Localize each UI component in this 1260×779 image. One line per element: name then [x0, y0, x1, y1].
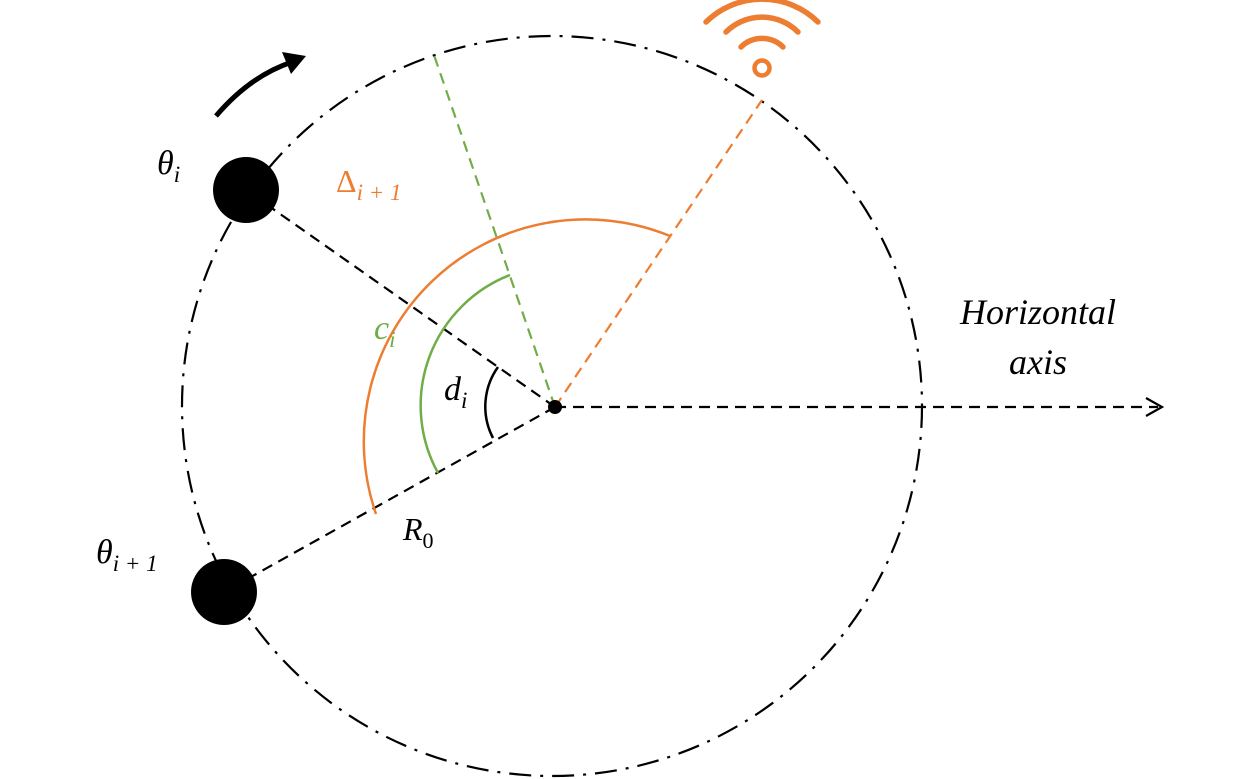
label-r: R0: [402, 511, 434, 553]
wifi-signal-icon: [703, 0, 821, 78]
delta-arc: [362, 218, 671, 515]
green-radius: [432, 54, 557, 408]
radius-to-theta-i: [245, 189, 556, 408]
axis-arrowhead: [1145, 397, 1165, 417]
label-axis: axis: [1009, 342, 1067, 382]
d-arc: [484, 366, 500, 439]
label-c: ci: [374, 310, 395, 352]
point-theta-i: [213, 157, 279, 223]
label-horizontal: Horizontal: [959, 292, 1116, 332]
label-delta: Δi + 1: [336, 163, 402, 205]
label-theta-i: θi: [157, 145, 180, 187]
point-theta-i1: [191, 559, 257, 625]
c-arc: [419, 273, 511, 474]
center-point: [548, 400, 562, 414]
label-theta-i1: θi + 1: [96, 534, 158, 576]
curved-arrow-icon: [214, 52, 306, 118]
label-d: di: [444, 371, 467, 413]
radius-to-theta-i1: [223, 406, 556, 593]
orange-radius: [554, 99, 763, 408]
